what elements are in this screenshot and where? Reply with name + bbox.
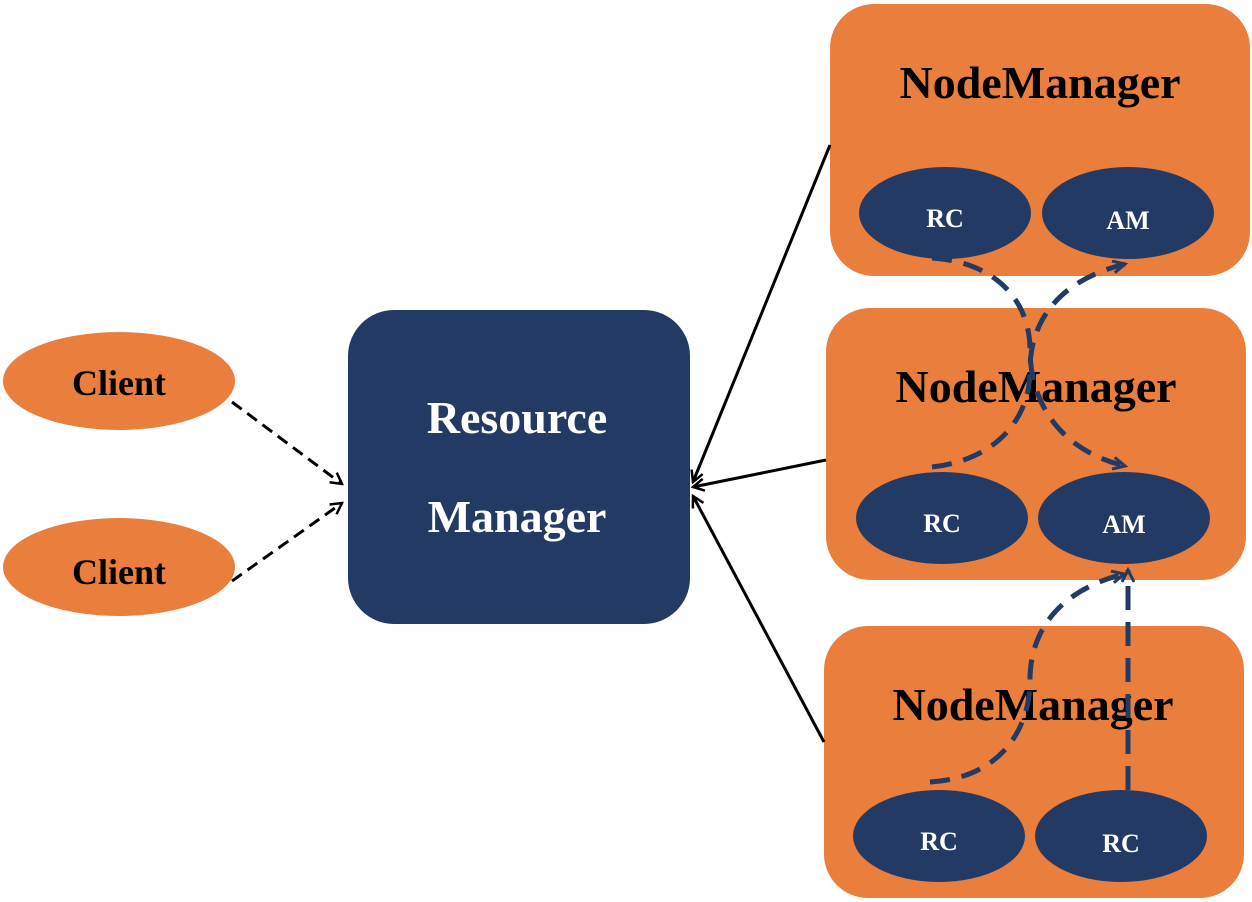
container-label: RC	[1102, 829, 1140, 858]
container-rc	[1035, 790, 1207, 882]
container-label: AM	[1106, 206, 1149, 235]
node-manager-2: NodeManager RC AM	[826, 308, 1246, 580]
rc-to-am-arrow	[929, 574, 1124, 785]
client-request-arrow	[231, 400, 342, 484]
container-label: AM	[1102, 510, 1145, 539]
node-heartbeat-arrow	[693, 144, 832, 482]
container-label: RC	[926, 204, 964, 233]
container-label: RC	[920, 827, 958, 856]
container-rc	[856, 472, 1028, 564]
node-heartbeat-arrow	[693, 496, 826, 743]
client-node-2: Client	[3, 518, 235, 616]
resource-manager-label-line2: Manager	[428, 491, 607, 542]
container-rc	[859, 167, 1031, 259]
node-manager-3: NodeManager RC RC	[824, 626, 1244, 898]
container-rc	[853, 790, 1025, 882]
client-label: Client	[72, 363, 166, 403]
node-manager-1: NodeManager RC AM	[830, 4, 1250, 276]
container-am	[1038, 472, 1210, 564]
node-manager-title: NodeManager	[899, 57, 1180, 108]
node-manager-title: NodeManager	[895, 361, 1176, 412]
client-node-1: Client	[3, 332, 235, 430]
client-label: Client	[72, 552, 166, 592]
container-am	[1042, 167, 1214, 259]
client-request-arrow	[231, 503, 342, 583]
node-manager-title: NodeManager	[892, 679, 1173, 730]
resource-manager-node: Resource Manager	[348, 310, 690, 624]
resource-manager-label-line1: Resource	[427, 392, 608, 443]
rc-to-am-arrow	[931, 255, 1125, 466]
node-heartbeat-arrow	[693, 458, 827, 487]
container-label: RC	[923, 509, 961, 538]
